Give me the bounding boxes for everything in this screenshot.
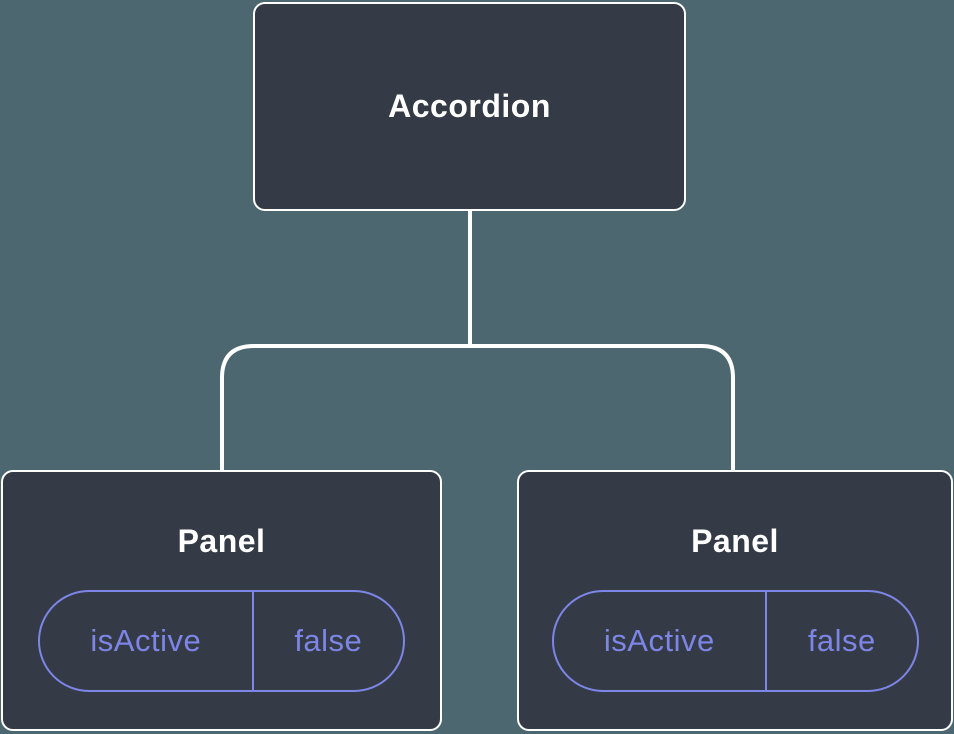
state-pill: isActive false [551,590,919,692]
state-value: false [765,592,916,690]
state-value: false [251,592,403,690]
state-name: isActive [90,623,202,658]
panel-node-right: Panel isActive false [517,470,953,731]
state-name: isActive [603,623,715,658]
panel-title: Panel [691,523,779,559]
connector-bracket [220,344,735,471]
state-pill: isActive false [38,590,405,692]
accordion-node: Accordion [253,2,686,211]
panel-title: Panel [177,523,266,559]
accordion-label: Accordion [388,88,551,124]
panel-node-left: Panel isActive false [1,470,442,731]
